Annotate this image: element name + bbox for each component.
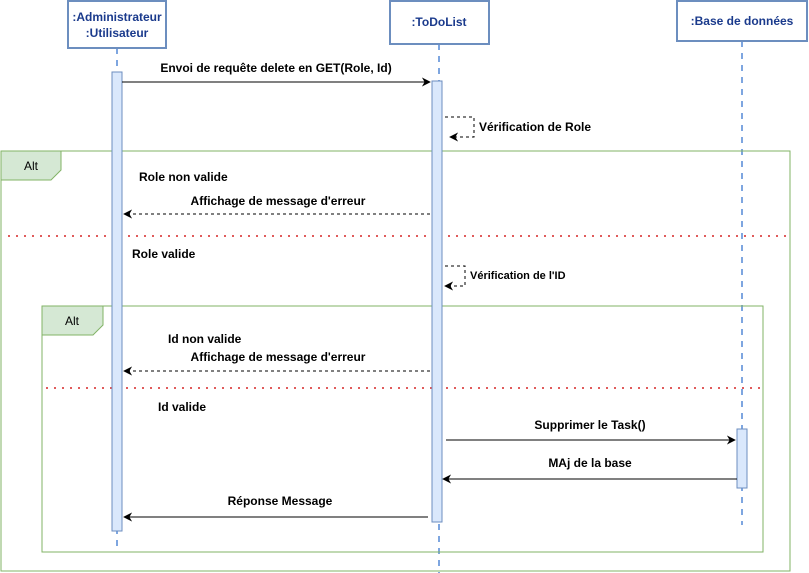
- outer-alt-fragment: Alt: [0, 150, 791, 572]
- outer-alt-label: Alt: [24, 159, 39, 173]
- participant-admin[interactable]: :Administrateur :Utilisateur: [67, 0, 167, 49]
- participant-todolist-label: :ToDoList: [411, 15, 466, 29]
- guard-id-invalid: Id non valide: [168, 332, 242, 346]
- participant-database-label: :Base de données: [691, 14, 794, 28]
- msg-verify-id-arrow: [444, 265, 466, 291]
- inner-alt-label: Alt: [65, 314, 80, 328]
- guard-id-valid: Id valide: [158, 400, 206, 414]
- msg-response-label: Réponse Message: [228, 494, 333, 508]
- msg-delete-request-label: Envoi de requête delete en GET(Role, Id): [160, 61, 391, 75]
- msg-update-db-label: MAj de la base: [548, 456, 632, 470]
- participant-todolist[interactable]: :ToDoList: [389, 0, 490, 45]
- participant-admin-line1: :Administrateur: [72, 10, 162, 24]
- msg-verify-role-label: Vérification de Role: [479, 120, 591, 134]
- msg-delete-task-label: Supprimer le Task(): [534, 418, 645, 432]
- guard-role-valid: Role valide: [132, 247, 196, 261]
- msg-error-id-label: Affichage de message d'erreur: [191, 350, 366, 364]
- msg-verify-id-label: Vérification de l'ID: [470, 270, 566, 282]
- todolist-activation: [431, 80, 443, 523]
- admin-activation: [111, 71, 123, 532]
- guard-role-invalid: Role non valide: [139, 170, 228, 184]
- database-activation: [736, 428, 748, 489]
- participant-database[interactable]: :Base de données: [676, 0, 808, 42]
- msg-error-role-label: Affichage de message d'erreur: [191, 194, 366, 208]
- participant-admin-line2: :Utilisateur: [86, 26, 149, 40]
- inner-alt-fragment: Alt: [41, 305, 764, 553]
- msg-verify-role-arrow: [445, 116, 475, 142]
